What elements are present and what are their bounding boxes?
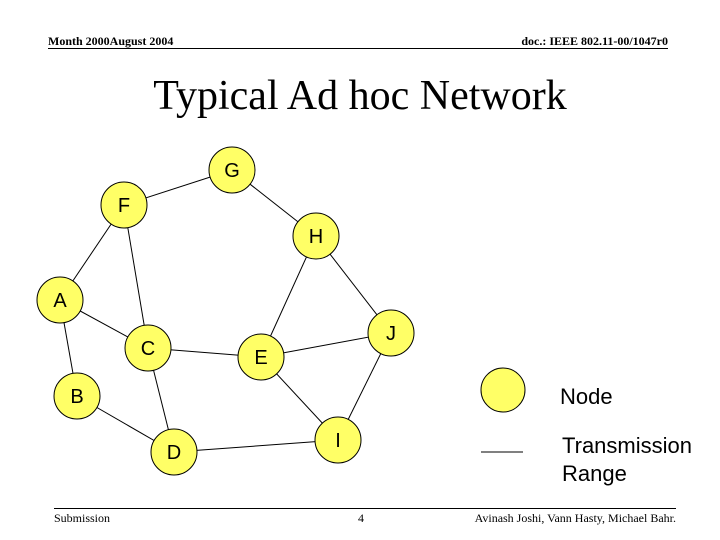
node-b: B — [53, 372, 101, 420]
node-circle — [367, 309, 415, 357]
node-circle — [237, 333, 285, 381]
node-circle — [53, 372, 101, 420]
node-f: F — [100, 181, 148, 229]
legend-node-label: Node — [560, 384, 613, 409]
node-circle — [124, 324, 172, 372]
node-label: C — [141, 338, 155, 360]
header-left: Month 2000August 2004 — [48, 34, 174, 48]
node-circle — [36, 276, 84, 324]
legend-node-circle — [480, 367, 526, 413]
node-circle — [292, 212, 340, 260]
node-label: A — [53, 290, 67, 312]
node-c: C — [124, 324, 172, 372]
node-circle — [314, 416, 362, 464]
node-e: E — [237, 333, 285, 381]
header-right: doc.: IEEE 802.11-00/1047r0 — [521, 34, 668, 48]
node-h: H — [292, 212, 340, 260]
footer-left: Submission — [54, 511, 111, 525]
header-divider — [48, 48, 668, 49]
node-label: I — [335, 430, 341, 452]
link-d-i — [173, 439, 339, 453]
footer-right: Avinash Joshi, Vann Hasty, Michael Bahr. — [474, 511, 676, 525]
page-number: 4 — [358, 511, 364, 525]
footer-divider — [54, 508, 676, 509]
link-f-c — [123, 204, 149, 349]
legend-range-label: Transmission Range — [562, 433, 692, 486]
node-j: J — [367, 309, 415, 357]
node-circle — [150, 428, 198, 476]
node-g: G — [208, 146, 256, 194]
node-label: G — [224, 160, 240, 182]
node-label: D — [167, 442, 181, 464]
node-label: B — [70, 386, 83, 408]
slide-title: Typical Ad hoc Network — [153, 73, 567, 119]
node-i: I — [314, 416, 362, 464]
node-circle — [208, 146, 256, 194]
node-d: D — [150, 428, 198, 476]
nodes-layer: G F H A J C E B D I — [36, 146, 415, 476]
node-a: A — [36, 276, 84, 324]
node-circle — [100, 181, 148, 229]
node-label: F — [118, 195, 130, 217]
node-label: J — [386, 323, 396, 345]
node-label: H — [309, 226, 323, 248]
node-label: E — [254, 347, 267, 369]
